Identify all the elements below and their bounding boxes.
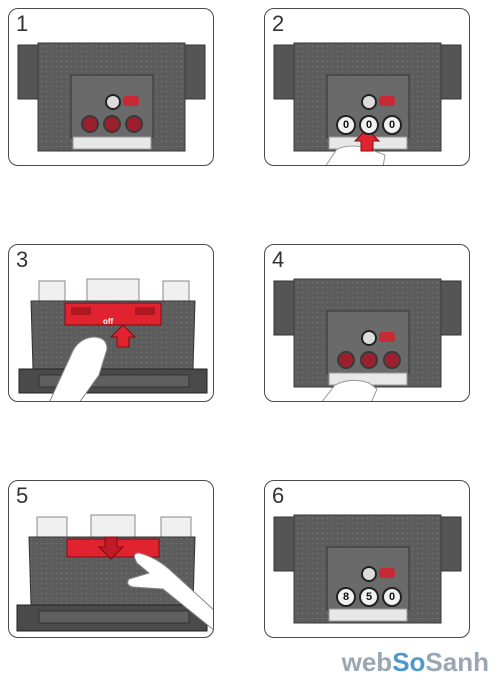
lock-bottom-lever-off-illustration [18, 278, 208, 401]
watermark-part-web: web [341, 647, 393, 677]
lock-press-illustration [273, 278, 462, 401]
lock-front-illustration [17, 42, 206, 152]
dial-middle[interactable]: 5 [359, 587, 379, 607]
lever-off-label: off [103, 317, 114, 326]
lock-set-850-illustration [273, 514, 462, 624]
step-6-number: 6 [272, 483, 285, 508]
step-3-panel: 3 off [8, 244, 214, 402]
step-5-panel: 5 [8, 480, 214, 638]
dial-left[interactable]: 8 [336, 587, 356, 607]
tsa-logo-icon [379, 568, 395, 578]
step-2-number: 2 [272, 11, 285, 36]
tsa-logo-icon [379, 332, 395, 342]
step-2-panel: 2 0 0 0 [264, 8, 470, 166]
step-5-number: 5 [16, 483, 29, 508]
step-1-panel: 1 [8, 8, 214, 166]
lock-set-000-illustration [273, 42, 462, 165]
step-1-number: 1 [16, 11, 29, 36]
lock-bottom-lever-push-illustration [16, 514, 213, 632]
keyhole-icon [105, 94, 121, 110]
down-arrow-icon [97, 536, 125, 560]
dial-middle[interactable]: 0 [359, 115, 379, 135]
dial-right[interactable]: 0 [382, 587, 402, 607]
watermark-logo: webSoSanh [342, 647, 489, 678]
keyhole-icon [361, 94, 377, 110]
watermark-part-sanh: Sanh [425, 647, 489, 677]
tsa-logo-icon [379, 96, 395, 106]
watermark-part-so: So [392, 647, 426, 677]
step-6-panel: 6 8 5 0 [264, 480, 470, 638]
dial-right[interactable] [383, 351, 401, 369]
dial-middle[interactable] [103, 115, 121, 133]
step-4-panel: 4 [264, 244, 470, 402]
step-4-number: 4 [272, 247, 285, 272]
up-arrow-icon [109, 324, 137, 348]
dial-left[interactable] [337, 351, 355, 369]
up-arrow-icon [353, 128, 381, 152]
dial-right[interactable]: 0 [382, 115, 402, 135]
dial-right[interactable] [125, 115, 143, 133]
dial-left[interactable]: 0 [336, 115, 356, 135]
dial-left[interactable] [81, 115, 99, 133]
step-3-number: 3 [16, 247, 29, 272]
dial-middle[interactable] [360, 351, 378, 369]
keyhole-icon [361, 330, 377, 346]
dial-row [77, 113, 147, 133]
tsa-logo-icon [123, 96, 139, 106]
keyhole-icon [361, 566, 377, 582]
